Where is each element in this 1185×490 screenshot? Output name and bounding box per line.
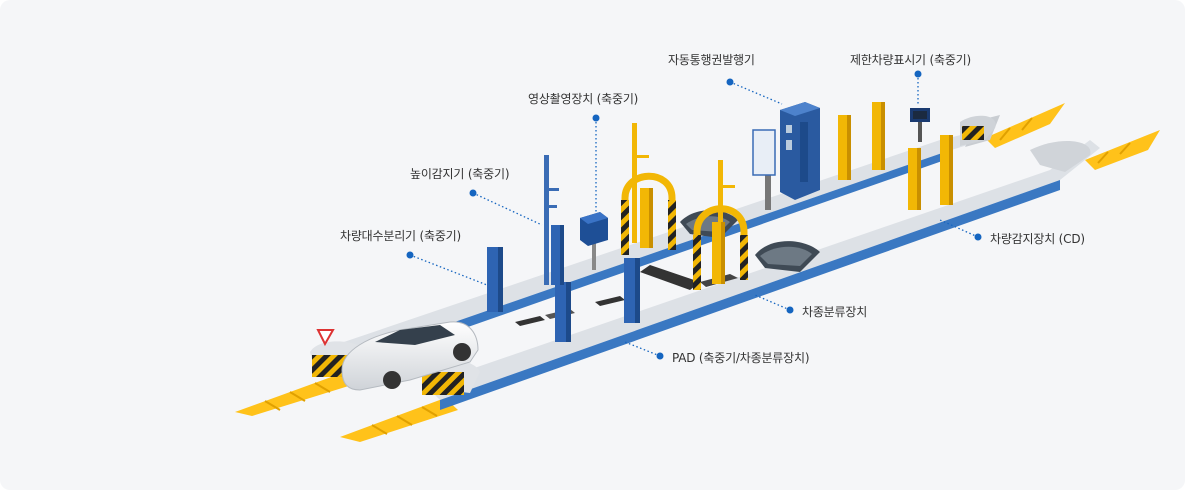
white-car bbox=[341, 321, 479, 391]
label-limit-display: 제한차량표시기 (축중기) bbox=[850, 53, 971, 67]
label-classifier: 차종분류장치 bbox=[802, 305, 868, 319]
vehicle-detector-posts bbox=[908, 135, 953, 210]
right-island bbox=[425, 140, 1100, 410]
leader-lines bbox=[409, 74, 979, 357]
lane-arrow-left-back bbox=[985, 103, 1065, 148]
rail-posts-left bbox=[838, 102, 885, 180]
camera-unit bbox=[580, 212, 608, 270]
classifier-hump-front bbox=[755, 241, 820, 272]
label-ticket-machine: 자동통행권발행기 bbox=[668, 53, 755, 67]
yellow-pole-group bbox=[632, 123, 735, 284]
ticket-machine bbox=[752, 102, 820, 210]
pad-post-right bbox=[624, 258, 640, 323]
limit-display-sign bbox=[910, 108, 930, 142]
lane-arrow-left-front bbox=[235, 372, 355, 416]
counter-post-right bbox=[555, 282, 571, 342]
label-vehicle-detector: 차량감지장치 (CD) bbox=[990, 232, 1085, 246]
height-gate-back bbox=[621, 172, 676, 255]
label-pad: PAD (축중기/차종분류장치) bbox=[672, 351, 810, 365]
leader-dots bbox=[406, 70, 982, 360]
lane-arrow-right-back bbox=[1085, 130, 1160, 170]
counter-post-left bbox=[487, 247, 503, 312]
lane-arrow-right-front bbox=[340, 398, 458, 442]
label-counter: 차량대수분리기 (축중기) bbox=[340, 229, 461, 243]
label-camera: 영상촬영장치 (축중기) bbox=[528, 92, 639, 106]
height-detector-pole bbox=[544, 155, 559, 285]
label-height-detector: 높이감지기 (축중기) bbox=[410, 167, 510, 181]
pad-post-left bbox=[551, 225, 564, 285]
